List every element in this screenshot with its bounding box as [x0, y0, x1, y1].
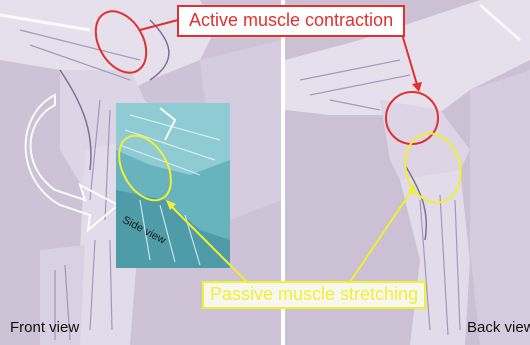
back-torso	[470, 70, 530, 345]
side-view-inset	[116, 103, 230, 268]
back-view-label: Back view	[467, 319, 530, 336]
passive-stretching-label: Passive muscle stretching	[202, 281, 426, 309]
front-view-label: Front view	[10, 319, 79, 336]
active-contraction-label: Active muscle contraction	[177, 5, 405, 37]
